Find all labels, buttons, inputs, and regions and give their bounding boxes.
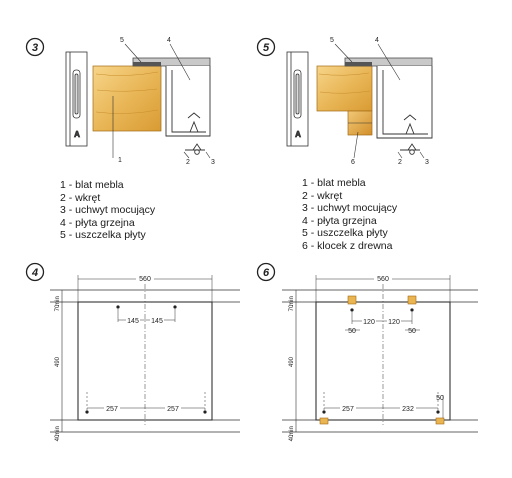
- cabinet-side-panel: A: [286, 51, 309, 147]
- mounting-bracket: [185, 143, 205, 155]
- min-label-top: min: [55, 296, 61, 306]
- legend-item: 3 - uchwyt mocujący: [302, 202, 398, 215]
- dimension-bottom-left: 257: [342, 406, 354, 413]
- dimension-block-right: 50: [408, 328, 416, 335]
- hob-glass-top: [344, 57, 433, 67]
- dimension-width: 560: [377, 276, 389, 283]
- figure-3-cross-section: 3 A: [25, 37, 215, 166]
- callout-3: 3: [425, 159, 429, 166]
- countertop-wood: [316, 65, 373, 112]
- min-label-bottom: min: [289, 426, 295, 436]
- dimension-height: 490: [55, 356, 61, 367]
- figure-5-badge: 5: [256, 37, 276, 57]
- legend-item: 6 - klocek z drewna: [302, 239, 393, 252]
- cabinet-side-panel: A: [65, 51, 88, 147]
- ikea-logo-icon: A: [295, 130, 301, 139]
- dimension-bottom-margin: 40: [289, 434, 295, 441]
- min-label-top: min: [289, 296, 295, 306]
- dimension-top-right: 145: [151, 318, 163, 325]
- figure-6-number: 6: [263, 267, 270, 279]
- callout-1: 1: [118, 157, 122, 164]
- legend-item: 5 - uszczelka płyty: [302, 227, 388, 240]
- dimension-block-left: 50: [348, 328, 356, 335]
- ikea-logo-icon: A: [74, 130, 80, 139]
- callout-5: 5: [120, 37, 124, 44]
- dimension-bottom-right: 257: [167, 406, 179, 413]
- dimension-top-right: 120: [388, 319, 400, 326]
- mounting-bracket: [400, 143, 420, 155]
- legend-item: 4 - płyta grzejna: [302, 214, 377, 227]
- dimension-height: 490: [289, 356, 295, 367]
- callout-2: 2: [186, 159, 190, 166]
- legend-item: 1 - blat mebla: [60, 179, 124, 191]
- dimension-bottom-margin: 40: [55, 434, 61, 441]
- legend-item: 5 - uszczelka płyty: [60, 229, 146, 242]
- figure-4-number: 4: [31, 267, 38, 279]
- figure-5-number: 5: [263, 42, 270, 54]
- wooden-blocks: [319, 295, 445, 425]
- dimension-bottom-right: 232: [402, 406, 414, 413]
- min-label-bottom: min: [55, 426, 61, 436]
- callout-4: 4: [167, 37, 171, 44]
- dimension-bottom-left: 257: [106, 406, 118, 413]
- hob-glass-top: [132, 57, 211, 67]
- legend-item: 2 - wkręt: [60, 191, 101, 204]
- figure-3-number: 3: [32, 42, 38, 54]
- figure-6-cutout-plan: 6: [256, 262, 478, 441]
- legend-item: 2 - wkręt: [302, 189, 343, 202]
- legend-item: 3 - uchwyt mocujący: [60, 204, 156, 217]
- dimension-block-side: 50: [436, 395, 444, 402]
- callout-6: 6: [351, 159, 355, 166]
- figure-5-leaders: [334, 43, 425, 159]
- dimension-width: 560: [139, 276, 151, 283]
- figure-6-badge: 6: [256, 262, 276, 282]
- legend-item: 4 - płyta grzejna: [60, 216, 135, 229]
- callout-5: 5: [330, 37, 334, 44]
- callout-3: 3: [211, 159, 215, 166]
- wooden-block: [347, 110, 373, 136]
- dimension-top-left: 145: [127, 318, 139, 325]
- hob-body: [165, 66, 211, 137]
- callout-4: 4: [375, 37, 379, 44]
- figure-4-badge: 4: [25, 262, 45, 282]
- dimension-top-margin: 70: [55, 304, 61, 311]
- hob-body: [376, 66, 433, 139]
- countertop-wood: [92, 65, 162, 132]
- dimension-top-left: 120: [363, 319, 375, 326]
- figure-5-legend: 1 - blat mebla 2 - wkręt 3 - uchwyt mocu…: [302, 177, 397, 253]
- callout-2: 2: [398, 159, 402, 166]
- figure-3-legend: 1 - blat mebla 2 - wkręt 3 - uchwyt mocu…: [60, 179, 155, 242]
- dimension-top-margin: 70: [289, 304, 295, 311]
- figure-5-cross-section: 5 A: [256, 37, 433, 166]
- figure-3-leaders: [112, 43, 211, 159]
- legend-item: 1 - blat mebla: [302, 177, 366, 189]
- figure-4-cutout-plan: 4: [25, 262, 240, 441]
- figure-3-badge: 3: [25, 37, 45, 57]
